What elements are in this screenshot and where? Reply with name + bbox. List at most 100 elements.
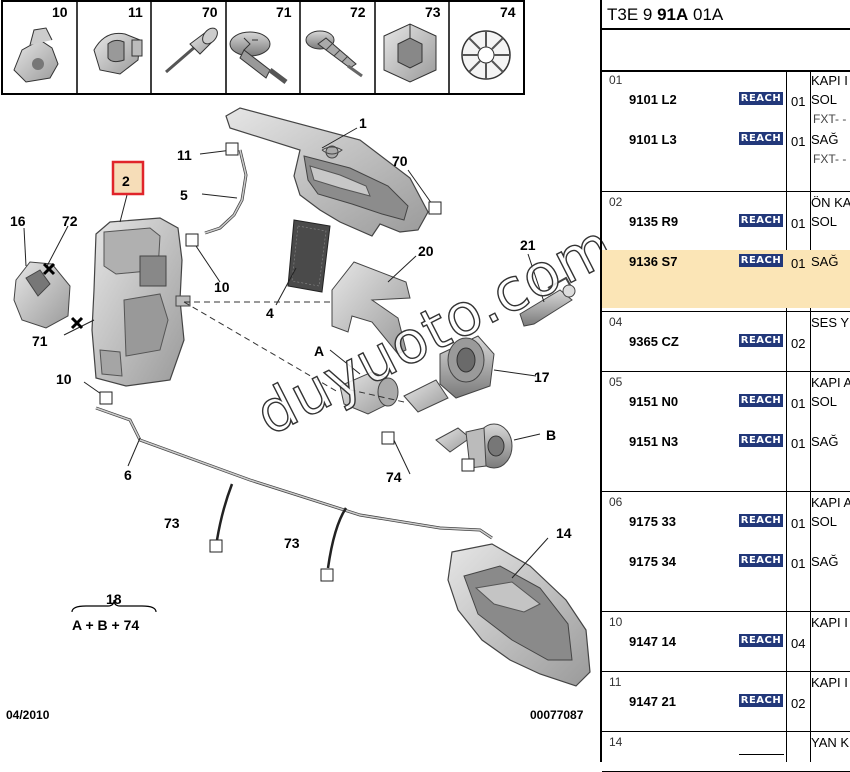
fixing-markers: [99, 142, 475, 582]
part-number[interactable]: 9175 34: [629, 554, 676, 569]
group-title: KAPI I: [811, 73, 848, 88]
group-title: SES Y: [811, 315, 850, 330]
side-label: SOL: [811, 92, 838, 107]
thumb-num-72: 72: [350, 4, 366, 20]
reach-badge: REACH: [739, 634, 783, 647]
callout-20: 20: [418, 243, 434, 259]
table-group: 14 YAN K: [602, 732, 850, 772]
header-prefix: T3E 9: [607, 5, 658, 24]
table-row[interactable]: 9175 33 REACH 01 SOL: [602, 514, 850, 552]
group-number: 05: [609, 375, 623, 389]
part-number[interactable]: 9147 21: [629, 694, 676, 709]
part-number[interactable]: 9136 S7: [629, 254, 678, 269]
side-label: SAĞ: [811, 554, 839, 569]
reach-badge: REACH: [739, 514, 783, 527]
selected-part-box[interactable]: [111, 160, 145, 196]
quantity: 01: [791, 134, 806, 149]
rivet-icon: [165, 27, 218, 74]
reach-badge: REACH: [739, 694, 783, 707]
fixing-strings: [215, 483, 348, 569]
thumb-num-10: 10: [52, 4, 68, 20]
parts-diagram: 10 11 70 71 72 73 74: [1, 0, 591, 722]
exterior-handle: [225, 107, 429, 237]
torx-screw-icon: [229, 31, 288, 84]
reach-badge: REACH: [739, 334, 783, 347]
group-number: 02: [609, 195, 623, 209]
cross-markers: [42, 262, 84, 330]
quantity: 02: [791, 336, 806, 351]
footer-ref: 00077087: [530, 708, 584, 722]
thumb-num-11: 11: [128, 4, 143, 20]
side-label: SAĞ: [811, 132, 839, 147]
callout-18: 18: [106, 591, 122, 607]
callout-21: 21: [520, 237, 536, 253]
table-row[interactable]: 9147 21 REACH 02: [602, 694, 850, 732]
fitment-note: FXT- -: [813, 152, 847, 166]
table-row[interactable]: 9136 S7 REACH 01 SAĞ: [602, 250, 850, 308]
reach-badge: REACH: [739, 434, 783, 447]
callout-b: B: [546, 427, 556, 443]
group-title: YAN K: [811, 735, 850, 750]
quantity: 01: [791, 256, 806, 271]
callout-6: 6: [124, 467, 132, 483]
callout-1: 1: [359, 115, 367, 131]
side-label: SOL: [811, 514, 838, 529]
clip-11-icon: [93, 32, 143, 75]
part-number[interactable]: 9147 14: [629, 634, 676, 649]
group-number: 01: [609, 73, 623, 87]
callout-18-set: A + B + 74: [72, 617, 139, 633]
quantity: 02: [791, 696, 806, 711]
quantity: 01: [791, 516, 806, 531]
group-title: KAPI A: [811, 375, 850, 390]
table-row[interactable]: 9365 CZ REACH 02: [602, 334, 850, 372]
door-lock-body: [91, 217, 191, 387]
callout-a: A: [314, 343, 324, 359]
part-number[interactable]: 9135 R9: [629, 214, 679, 229]
part-number[interactable]: 9151 N0: [629, 394, 679, 409]
callout-4: 4: [266, 305, 274, 321]
star-washer-icon: [461, 30, 511, 80]
callout-73b: 73: [284, 535, 300, 551]
callout-2: 2: [122, 173, 130, 189]
table-subheader: [602, 30, 850, 72]
group-number: 04: [609, 315, 623, 329]
side-label: SOL: [811, 214, 838, 229]
clip-73-icon: [383, 23, 437, 83]
blank-badge-line: [739, 754, 784, 755]
part-number[interactable]: 9101 L2: [629, 92, 677, 107]
reach-badge: REACH: [739, 254, 783, 267]
lock-cylinder: [403, 335, 495, 413]
quantity: 01: [791, 216, 806, 231]
callout-14: 14: [556, 525, 572, 541]
thumb-num-73: 73: [425, 4, 441, 20]
group-title: KAPI I: [811, 615, 848, 630]
callout-numbers: 1 2 4 5 6 10 10 11 14 16 17 20 21 70 71 …: [10, 115, 572, 633]
callout-70: 70: [392, 153, 408, 169]
part-number[interactable]: 9101 L3: [629, 132, 677, 147]
callout-5: 5: [180, 187, 188, 203]
table-row[interactable]: 9135 R9 REACH 01 SOL: [602, 214, 850, 252]
part-number[interactable]: 9151 N3: [629, 434, 679, 449]
reach-badge: REACH: [739, 214, 783, 227]
side-label: SAĞ: [811, 254, 839, 269]
callout-10a: 10: [214, 279, 230, 295]
part-number[interactable]: 9175 33: [629, 514, 676, 529]
thumbnail-strip: 10 11 70 71 72 73 74: [1, 0, 525, 95]
reach-badge: REACH: [739, 394, 783, 407]
group-number: 14: [609, 735, 623, 749]
rod-6: [95, 406, 493, 540]
bracket: [331, 261, 411, 355]
exploded-view: 10 11 70 71 72 73 74: [1, 0, 591, 722]
callout-72: 72: [62, 213, 78, 229]
part-number[interactable]: 9365 CZ: [629, 334, 679, 349]
